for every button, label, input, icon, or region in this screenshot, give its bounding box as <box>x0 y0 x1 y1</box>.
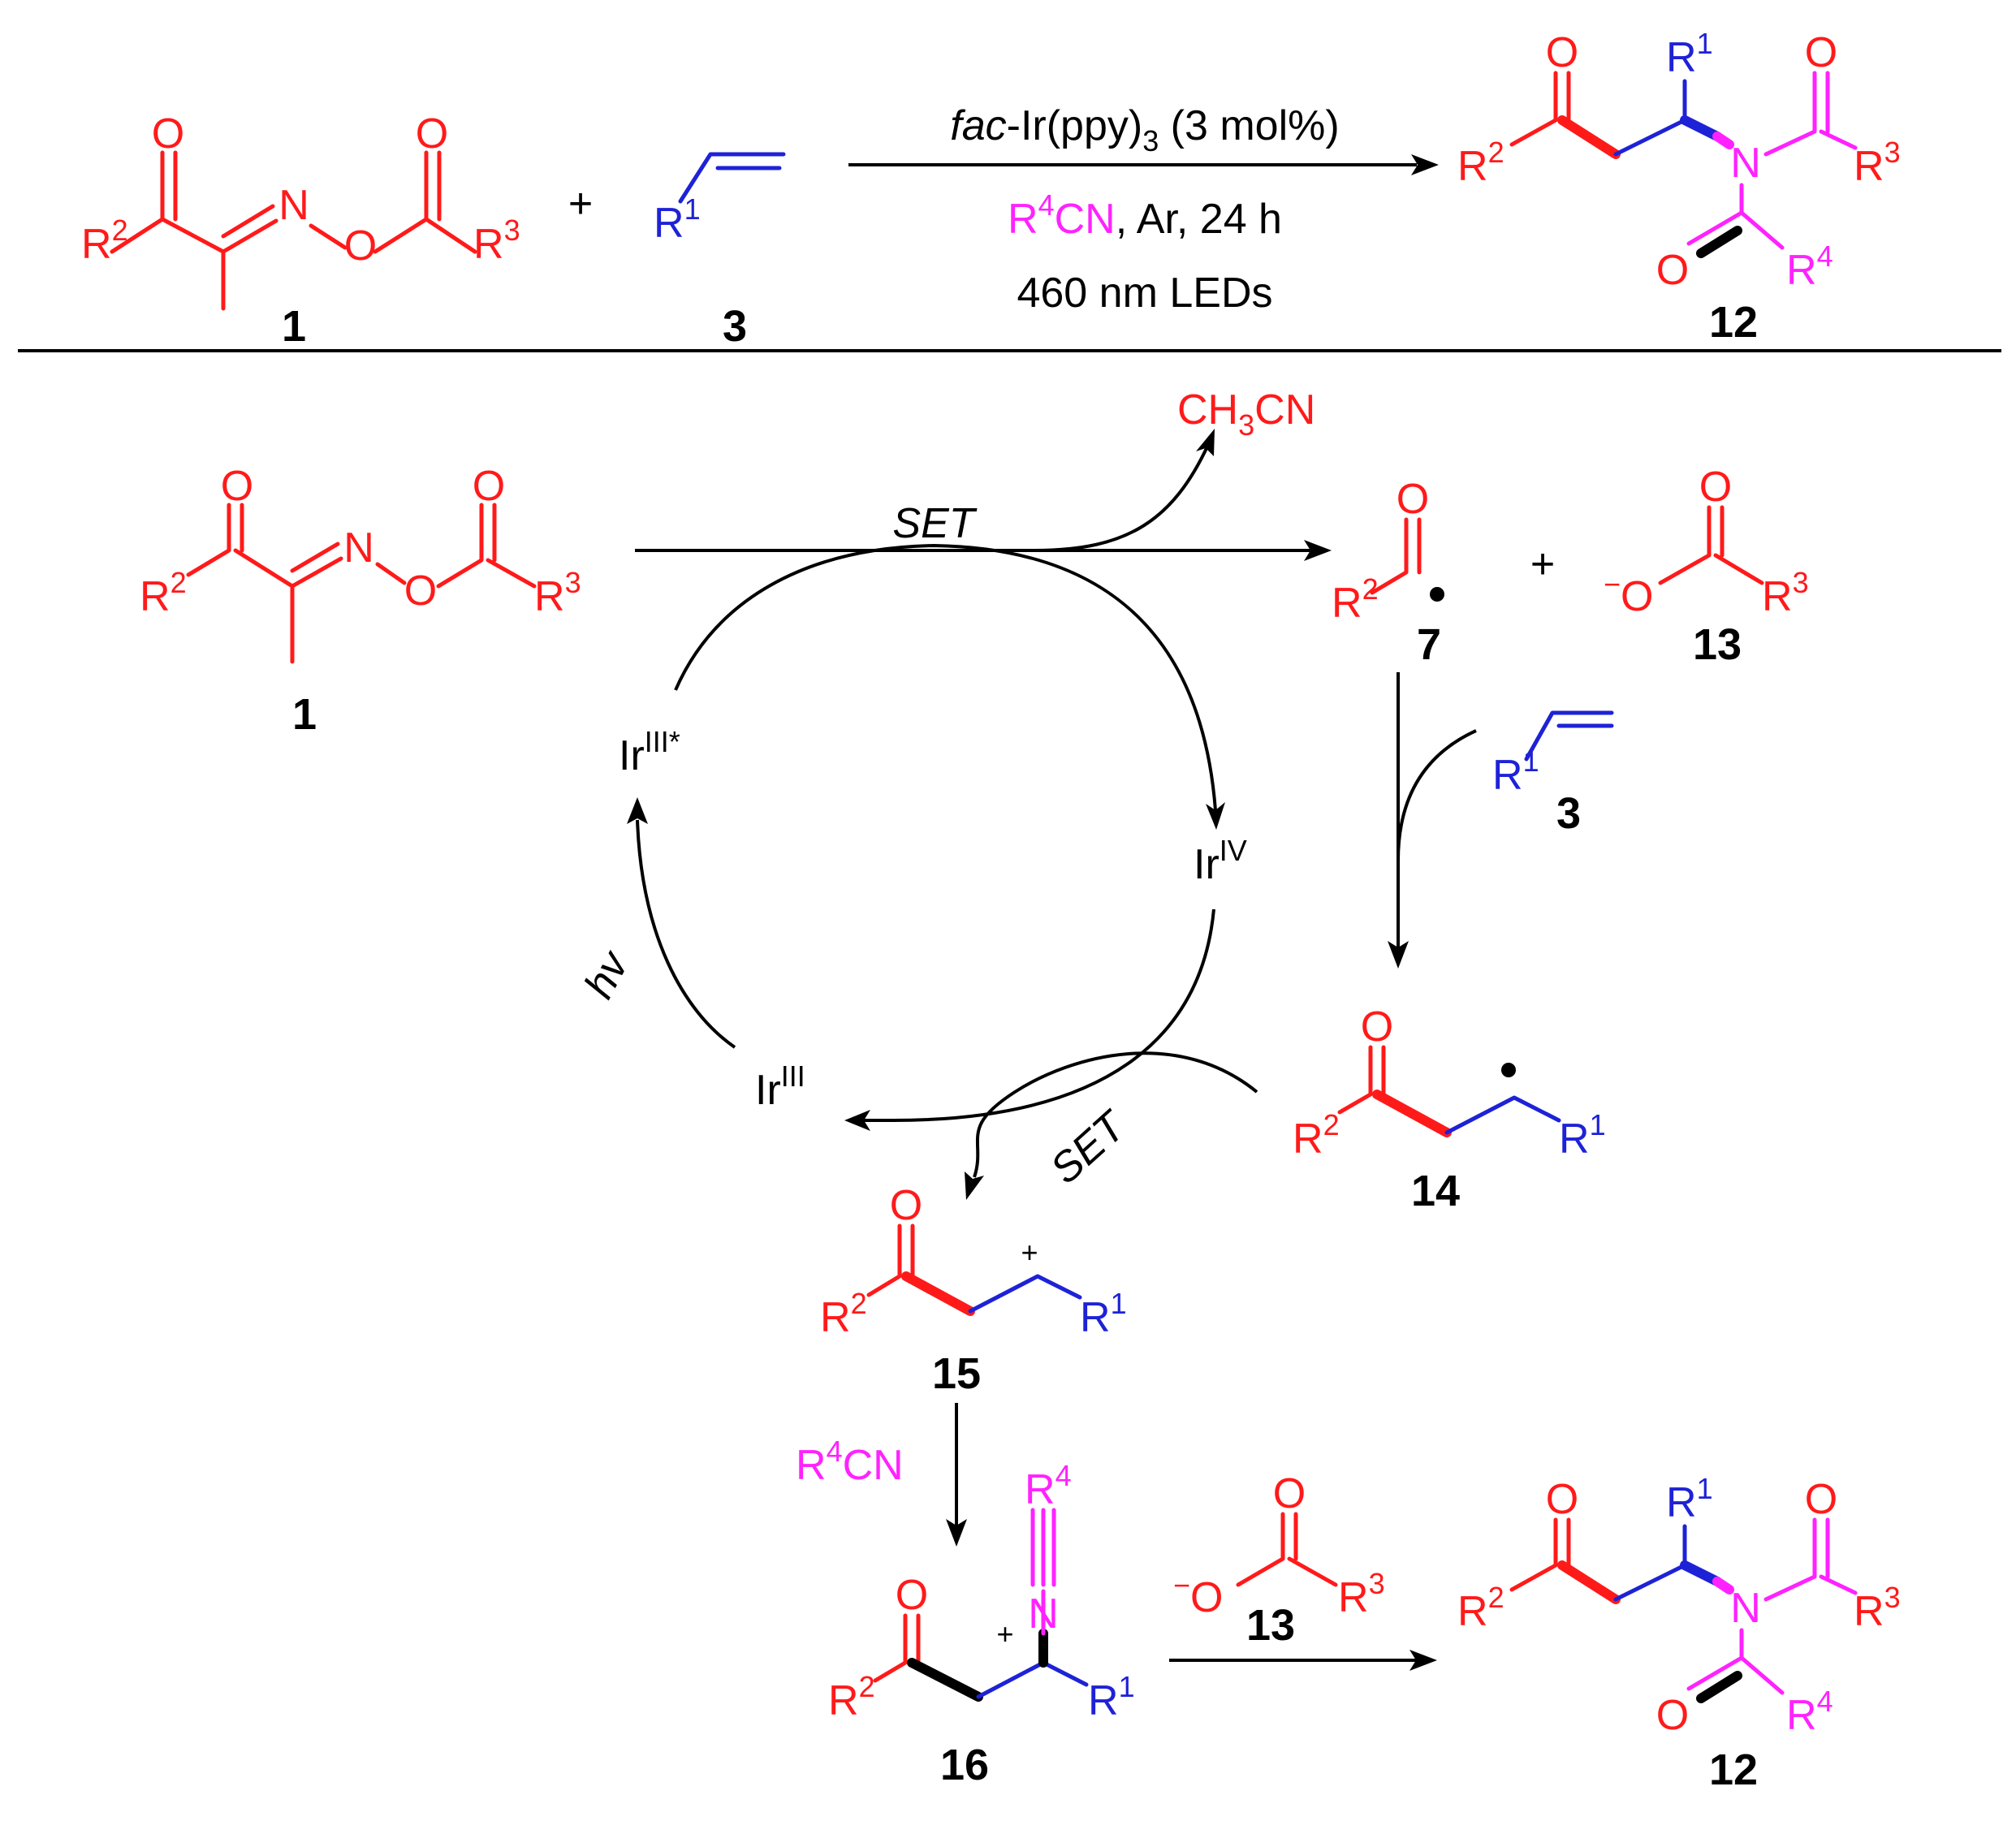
atom-o: O <box>1656 247 1689 294</box>
acetonitrile-label: CH3CN <box>1177 386 1315 442</box>
group-r3: R3 <box>534 566 581 620</box>
group-r1: R1 <box>654 192 701 247</box>
nitrilium-16: O R2 R1 N + R4 16 <box>828 1459 1135 1789</box>
alkene-3-top: R1 3 <box>654 152 786 351</box>
group-r1: R1 <box>1666 27 1713 81</box>
group-r4: R4 <box>1786 1685 1833 1739</box>
group-r3: R3 <box>473 214 520 268</box>
set-label: SET <box>892 500 977 547</box>
atom-o: O <box>416 110 448 158</box>
group-r4: R4 <box>1786 239 1833 294</box>
group-r2: R2 <box>820 1287 867 1341</box>
acyl-radical-7: O R2 7 <box>1332 476 1444 669</box>
atom-o: O <box>152 110 184 158</box>
compound-label-1: 1 <box>292 690 317 739</box>
top-equation: O N O O R2 R3 1 + R1 3 fac-Ir(ppy)3 (3 m… <box>81 27 1901 351</box>
ir-iii-label: IrIII <box>755 1059 805 1114</box>
atom-o: O <box>1805 29 1837 76</box>
mechanism: O N O O R2 R3 1 SET CH3CN O R2 7 + <box>140 386 1901 1794</box>
product-12-top: O R2 R1 N O R3 O R4 12 <box>1457 27 1901 347</box>
atom-o: O <box>344 222 377 270</box>
group-r1: R1 <box>1559 1108 1606 1163</box>
carboxylate-13: −O O R3 13 <box>1604 464 1809 669</box>
group-r2: R2 <box>1457 136 1504 190</box>
group-r1: R1 <box>1088 1670 1135 1724</box>
cation-15: O R2 R1 + 15 <box>820 1182 1127 1398</box>
atom-o: O <box>1361 1003 1393 1051</box>
ritter-arrow: R4CN <box>796 1403 967 1547</box>
radical-14: O R2 R1 14 <box>1293 1003 1606 1215</box>
atom-o: O <box>1546 29 1578 76</box>
group-r3: R3 <box>1762 566 1809 620</box>
radical-dot <box>1430 587 1444 602</box>
group-r3: R3 <box>1854 136 1901 190</box>
group-r2: R2 <box>1293 1108 1340 1163</box>
atom-n: N <box>278 182 309 229</box>
condition-light: 460 nm LEDs <box>1017 270 1272 317</box>
group-r2: R2 <box>1332 572 1379 627</box>
group-r2: R2 <box>81 214 128 268</box>
atom-n: N <box>1730 1585 1761 1632</box>
group-r4: R4 <box>1025 1459 1072 1513</box>
atom-o: O <box>1397 476 1429 523</box>
nitrile-reagent: R4CN <box>796 1435 904 1489</box>
atom-o: O <box>1699 464 1732 511</box>
atom-n: N <box>1730 140 1761 187</box>
atom-o: O <box>473 463 505 510</box>
atom-o: O <box>896 1572 928 1619</box>
condition-solvent: R4CN, Ar, 24 h <box>1008 188 1282 243</box>
group-r1: R1 <box>1666 1472 1713 1526</box>
cation-charge: + <box>1021 1236 1038 1269</box>
atom-o: O <box>1805 1476 1837 1523</box>
ir-excited-label: IrIII* <box>619 725 680 779</box>
atom-o: O <box>404 567 437 615</box>
radical-dot <box>1501 1063 1516 1077</box>
compound-label-3: 3 <box>723 302 747 351</box>
carboxylate-oxygen: −O <box>1173 1569 1223 1621</box>
set-arrow: SET <box>635 429 1332 561</box>
condition-catalyst: fac-Ir(ppy)3 (3 mol%) <box>950 102 1339 158</box>
compound-label-13: 13 <box>1246 1601 1295 1650</box>
photoredox-cycle: IrIII* IrIV IrIII hv <box>576 543 1247 1131</box>
atom-o: O <box>1273 1470 1306 1517</box>
atom-n: N <box>1028 1590 1059 1638</box>
compound-label-14: 14 <box>1411 1167 1460 1215</box>
plus-sign: + <box>568 180 593 227</box>
atom-o: O <box>1546 1476 1578 1523</box>
group-r2: R2 <box>828 1670 875 1724</box>
compound-label-15: 15 <box>932 1349 981 1398</box>
compound-1-mechanism: O N O O R2 R3 1 <box>140 463 581 739</box>
group-r1: R1 <box>1492 744 1539 799</box>
carboxylate-oxygen: −O <box>1604 567 1653 620</box>
compound-label-12: 12 <box>1709 1745 1758 1794</box>
product-12-mechanism: O R2 R1 N O R3 O R4 12 <box>1457 1472 1901 1794</box>
compound-label-1: 1 <box>282 302 306 351</box>
set-label: SET <box>1042 1102 1136 1193</box>
acyl-transfer-arrow: −O O R3 13 <box>1169 1470 1437 1671</box>
atom-o: O <box>1656 1692 1689 1739</box>
reaction-arrow-top: fac-Ir(ppy)3 (3 mol%) R4CN, Ar, 24 h 460… <box>848 102 1439 317</box>
compound-label-13: 13 <box>1693 620 1742 669</box>
ir-iv-label: IrIV <box>1194 834 1247 888</box>
atom-o: O <box>890 1182 922 1229</box>
group-r3: R3 <box>1854 1581 1901 1635</box>
group-r2: R2 <box>1457 1581 1504 1635</box>
atom-n: N <box>343 524 374 572</box>
compound-label-16: 16 <box>940 1741 989 1789</box>
compound-label-3: 3 <box>1556 789 1581 838</box>
group-r3: R3 <box>1338 1567 1385 1621</box>
hv-label: hv <box>576 943 639 1006</box>
plus-sign: + <box>1530 541 1555 588</box>
radical-addition-arrow <box>1388 672 1477 969</box>
compound-label-12: 12 <box>1709 298 1758 347</box>
group-r1: R1 <box>1080 1287 1127 1341</box>
atom-o: O <box>221 463 253 510</box>
alkene-3-mechanism: R1 3 <box>1492 710 1614 838</box>
compound-1-top: O N O O R2 R3 1 <box>81 110 520 351</box>
nitrilium-charge: + <box>996 1617 1013 1651</box>
group-r2: R2 <box>140 566 187 620</box>
compound-label-7: 7 <box>1417 620 1441 669</box>
